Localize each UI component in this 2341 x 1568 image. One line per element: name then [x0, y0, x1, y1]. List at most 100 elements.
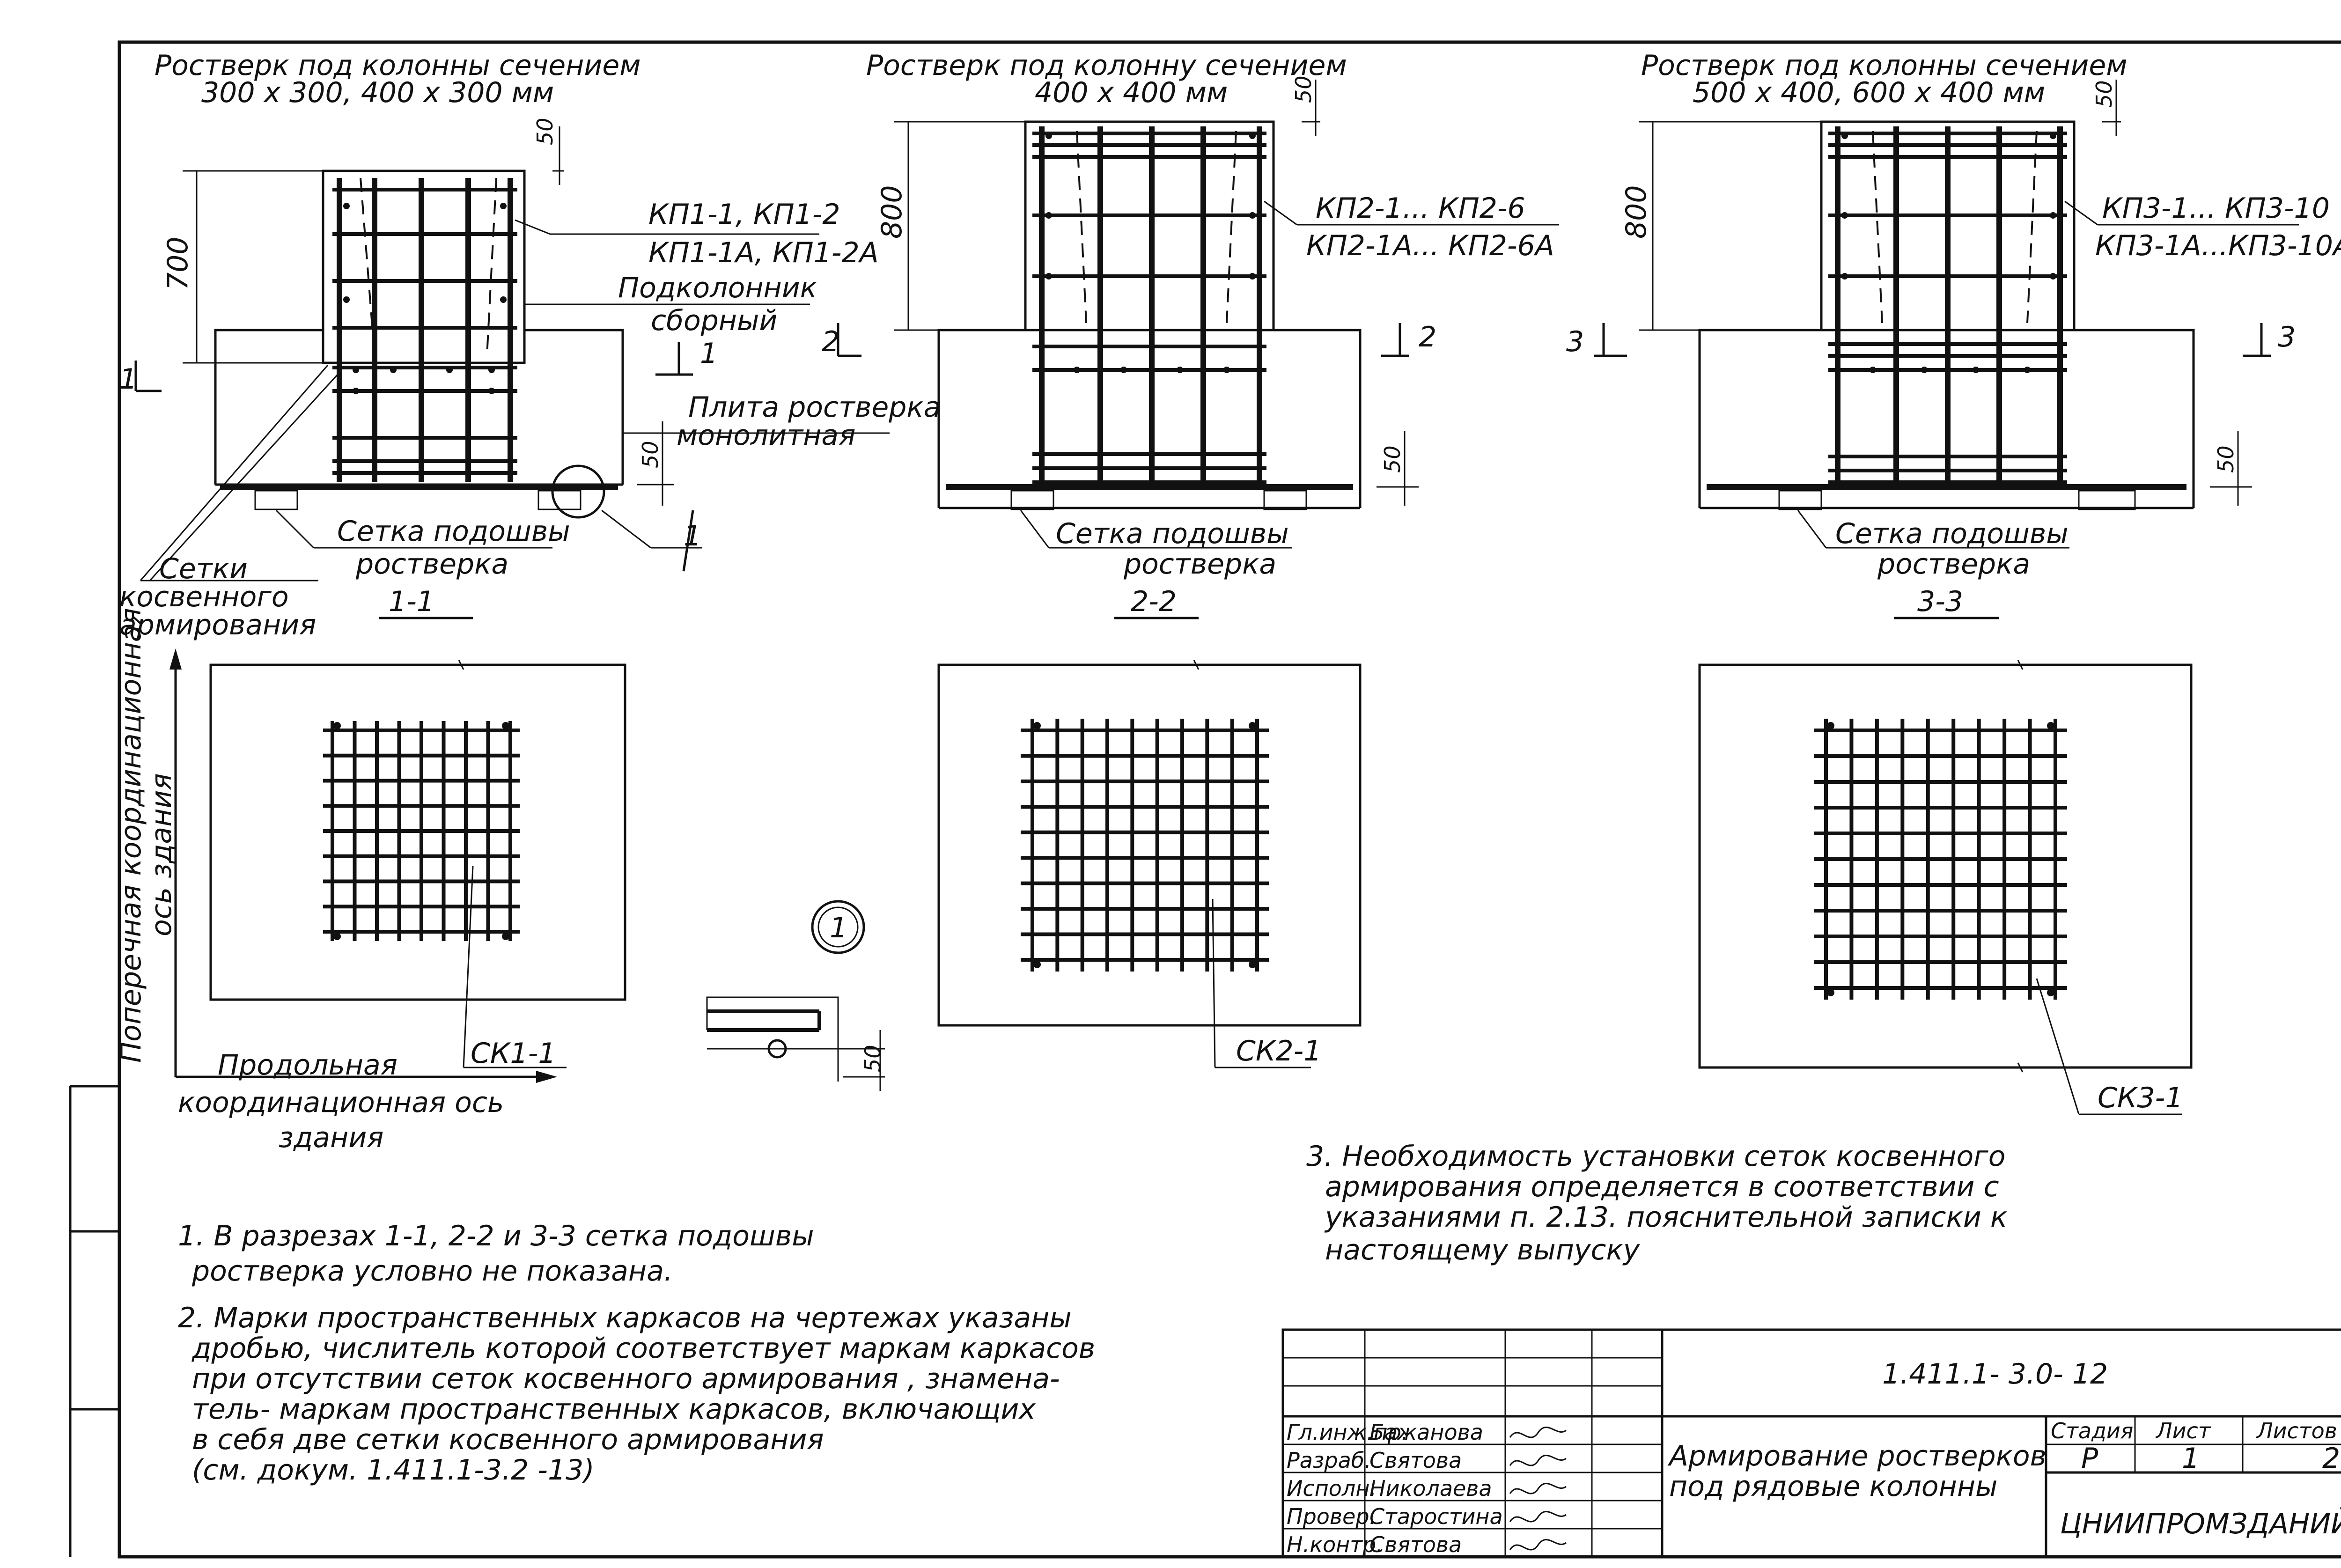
label-sole-2-line2: ростверка: [1123, 548, 1276, 581]
section-3-title-line2: 500 x 400, 600 x 400 мм: [1693, 76, 2045, 109]
role-4: Провер.: [1287, 1504, 1376, 1529]
cut-mark-3-left: 3: [1566, 325, 1584, 358]
dim-bottom-1: 50: [638, 441, 663, 468]
mesh-label-3: СК3-1: [2098, 1082, 2183, 1114]
label-indirect-2: косвенного: [119, 581, 289, 613]
frames-1-line1: КП1-1, КП1-2: [648, 198, 840, 231]
note-1-line1: 1. В разрезах 1-1, 2-2 и 3-3 сетка подош…: [178, 1220, 814, 1252]
note-3-line3: указаниями п. 2.13. пояснительной записк…: [1324, 1201, 2007, 1234]
label-indirect-1: Сетки: [159, 552, 248, 585]
label-slab-2: монолитная: [677, 419, 855, 452]
axis-horizontal-line1: Продольная: [218, 1049, 398, 1082]
section-3-3: Ростверк под колонны сечением 500 x 400,…: [1566, 49, 2341, 619]
role-2: Разраб.: [1287, 1448, 1371, 1473]
name-3: Николаева: [1369, 1476, 1492, 1501]
note-2-line2: дробью, числитель которой соответствует …: [191, 1332, 1095, 1365]
section-2-title-line2: 400 x 400 мм: [1035, 76, 1228, 109]
frames-2-line1: КП2-1... КП2-6: [1316, 192, 1525, 225]
axis-vertical-line2: ось здания: [145, 773, 178, 936]
label-pedestal-1: Подколонник: [618, 272, 817, 304]
frames-3-line2: КП3-1А...КП3-10А: [2095, 229, 2341, 262]
section-name-3: 3-3: [1917, 585, 1963, 618]
section-1-title-line1: Ростверк под колонны сечением: [155, 49, 641, 82]
dim-height-1: 700: [162, 236, 194, 290]
label-sole-2-line1: Сетка подошвы: [1056, 517, 1289, 550]
section-name-2: 2-2: [1131, 585, 1177, 618]
stage-label: Стадия: [2051, 1418, 2133, 1443]
sheet-value: 1: [2182, 1442, 2200, 1475]
sheet-title-line2: под рядовые колонны: [1669, 1470, 1997, 1503]
coordinate-axes: Поперечная координационная ось здания Пр…: [115, 608, 557, 1154]
mesh-bar-end: [333, 722, 341, 729]
role-3: Исполн.: [1287, 1476, 1377, 1501]
dim-top-2: 50: [1291, 75, 1316, 103]
mesh-bar-end: [1827, 989, 1834, 996]
mesh-bar-end: [1033, 722, 1041, 729]
mesh-bar-end: [2047, 989, 2054, 996]
frames-3-line1: КП3-1... КП3-10: [2102, 192, 2330, 225]
section-name-1: 1-1: [389, 585, 434, 618]
name-4: Старостина: [1369, 1504, 1503, 1529]
node-1-detail: 1 50: [706, 900, 885, 1091]
mesh-bar-end: [333, 933, 341, 940]
mesh-bar-end: [502, 722, 509, 729]
doc-code: 1.411.1- 3.0- 12: [1882, 1358, 2108, 1391]
mesh-bar-end: [1033, 961, 1041, 968]
role-5: Н.контр.: [1287, 1532, 1383, 1557]
note-2-line1: 2. Марки пространственных каркасов на че…: [178, 1302, 1072, 1334]
cut-mark-2-left: 2: [822, 325, 839, 358]
node-1-dim: 50: [860, 1045, 885, 1072]
rebar-frame-2: [1032, 126, 1266, 487]
note-2-line4: тель- маркам пространственных каркасов, …: [192, 1393, 1036, 1426]
dim-height-2: 800: [876, 185, 908, 239]
sheets-label: Листов: [2256, 1418, 2337, 1443]
organization: ЦНИИПРОМЗДАНИЙ: [2060, 1507, 2341, 1540]
dim-bottom-3: 50: [2213, 445, 2238, 473]
section-1-title-line2: 300 x 300, 400 x 300 мм: [201, 76, 554, 109]
note-2-line3: при отсутствии сеток косвенного армирова…: [192, 1362, 1060, 1395]
section-3-title-line1: Ростверк под колонны сечением: [1641, 49, 2128, 82]
mesh-grid-2: [1021, 719, 1269, 972]
frames-1-line2: КП1-1А, КП1-2А: [648, 236, 879, 269]
stage-value: Р: [2081, 1442, 2098, 1475]
name-1: Бажанова: [1369, 1420, 1483, 1445]
cut-mark-1-left: 1: [119, 363, 137, 396]
dim-bottom-2: 50: [1380, 445, 1405, 473]
mesh-bar-end: [2047, 722, 2054, 729]
note-2-line6: (см. докум. 1.411.1-3.2 -13): [192, 1454, 595, 1487]
dim-height-3: 800: [1620, 185, 1653, 239]
signatures: [1509, 1427, 1567, 1551]
mesh-bar-end: [1249, 961, 1256, 968]
sheets-value: 2: [2322, 1442, 2340, 1475]
sheet-title-line1: Армирование ростверков: [1667, 1440, 2047, 1472]
mesh-grid-3: [1814, 719, 2067, 1000]
note-3-line2: армирования определяется в соответствии …: [1325, 1170, 1999, 1203]
sheet-label: Лист: [2155, 1418, 2211, 1443]
title-block: 1.411.1- 3.0- 12 Гл.инж.пр. Разраб. Испо…: [1281, 1328, 2341, 1558]
label-slab-1: Плита ростверка: [688, 391, 941, 424]
dim-top-3: 50: [2091, 80, 2117, 108]
note-1-line2: ростверка условно не показана.: [191, 1255, 673, 1288]
mesh-bar-end: [1249, 722, 1256, 729]
plan-mesh-2: СК2-1: [937, 660, 1362, 1068]
axis-horizontal-line3: здания: [279, 1121, 383, 1154]
mesh-bar-end: [502, 933, 509, 940]
node-callout-circle: [551, 464, 605, 519]
cut-mark-1-right: 1: [700, 337, 718, 370]
notes: 1. В разрезах 1-1, 2-2 и 3-3 сетка подош…: [178, 1140, 2007, 1487]
mesh-bar-end: [1827, 722, 1834, 729]
node-1-mark: 1: [830, 912, 847, 944]
name-5: Святова: [1369, 1532, 1462, 1557]
label-sole-3-line1: Сетка подошвы: [1835, 517, 2069, 550]
axis-horizontal-line2: координационная ось: [178, 1086, 504, 1119]
frames-2-line2: КП2-1А... КП2-6А: [1306, 229, 1554, 262]
label-sole-2: ростверка: [355, 548, 508, 581]
cut-mark-3-right: 3: [2278, 321, 2296, 353]
plan-mesh-3: СК3-1: [1698, 660, 2193, 1115]
mesh-grid-1: [323, 721, 520, 941]
node-mark-1: 1: [684, 520, 701, 552]
rebar-frame-3: [1828, 126, 2067, 487]
sheet-frame: [69, 40, 2341, 1559]
label-sole-3-line2: ростверка: [1877, 548, 2030, 581]
